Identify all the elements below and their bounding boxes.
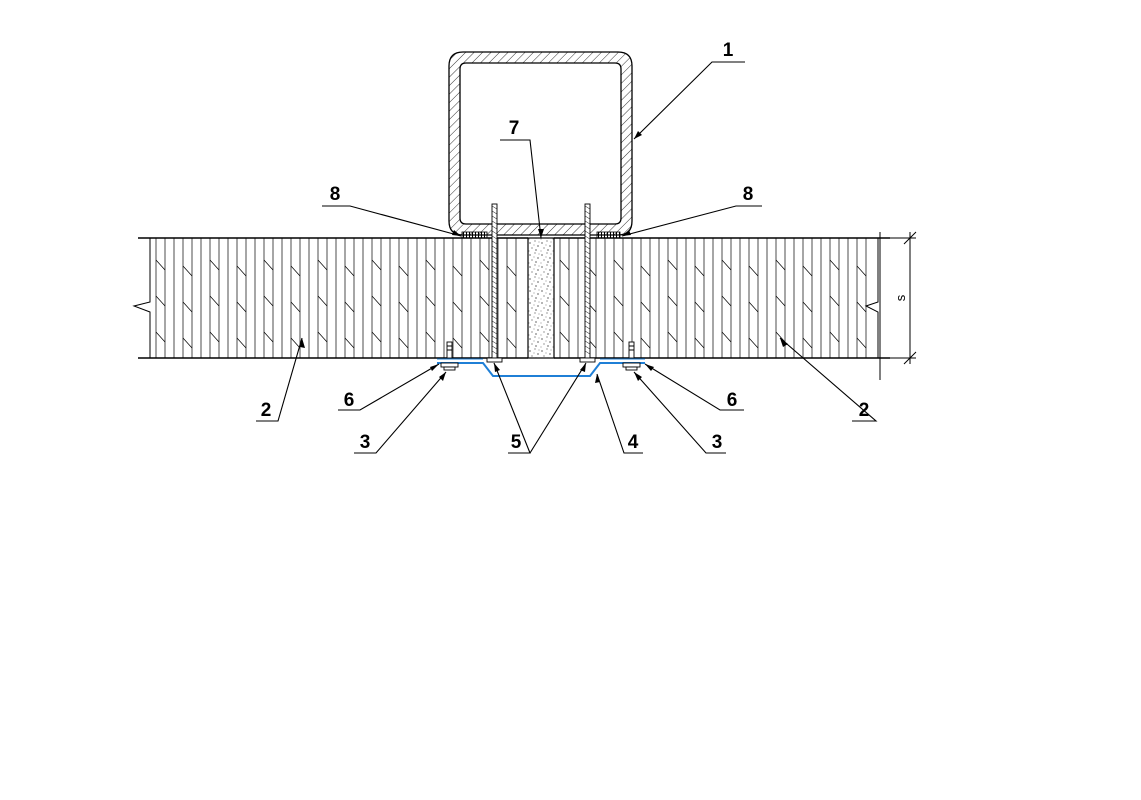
callout-8-left: 8 — [330, 184, 341, 205]
leader-lines — [256, 61, 878, 454]
callout-6-left: 6 — [344, 390, 355, 411]
callout-7: 7 — [509, 118, 520, 139]
screw-left — [486, 203, 503, 363]
sealing-tape-right — [596, 231, 621, 239]
callout-8-right: 8 — [743, 184, 754, 205]
rivet-right — [622, 341, 641, 371]
joint-insulation-filler — [527, 237, 555, 359]
thickness-dimension: s — [879, 231, 917, 380]
callout-6-right: 6 — [727, 390, 738, 411]
callout-1: 1 — [723, 40, 734, 61]
callout-2-right: 2 — [859, 400, 870, 421]
sandwich-panel-left — [132, 237, 528, 359]
steel-tube — [448, 51, 633, 236]
flashing-strip — [437, 358, 645, 377]
rivet-left — [440, 341, 459, 371]
leader-arrowheads — [300, 131, 788, 383]
sealing-tape-left — [461, 231, 488, 239]
callout-4: 4 — [628, 432, 639, 453]
sandwich-panel-right — [554, 237, 890, 359]
dimension-s-label: s — [893, 294, 908, 301]
callout-2-left: 2 — [261, 400, 272, 421]
callout-5: 5 — [511, 432, 522, 453]
screw-right — [579, 203, 596, 363]
callout-3-left: 3 — [360, 432, 371, 453]
callout-3-right: 3 — [712, 432, 723, 453]
